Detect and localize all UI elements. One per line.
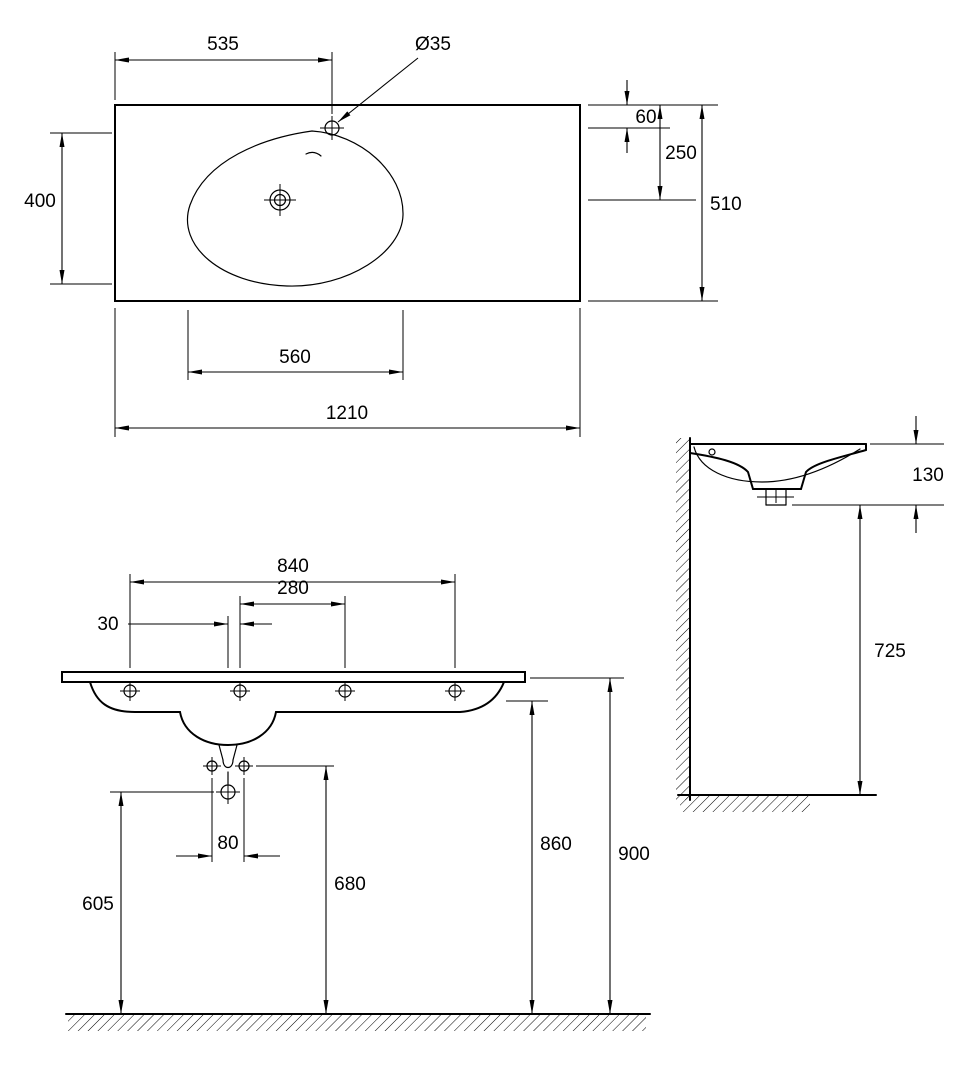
dim-basin-depth: 400 [24, 132, 112, 285]
dim-apron-thickness: 130 [792, 416, 944, 533]
dim-trap-span: 80 [176, 778, 280, 862]
dim-400-label: 400 [24, 191, 56, 212]
overflow-slot [305, 151, 322, 157]
trap-hole-left [202, 756, 222, 776]
dim-clearance-height: 725 [857, 505, 906, 795]
basin-outline [187, 130, 404, 287]
washbasin-front-profile [89, 681, 505, 747]
dim-drain-height: 605 [82, 791, 214, 1014]
top-view: 535 Ø35 400 60 250 [24, 34, 742, 437]
dim-underside-height: 860 [506, 700, 572, 1014]
dim-rim-height: 900 [530, 677, 650, 1014]
dim-605-label: 605 [82, 894, 114, 915]
drain-outlet-hole [215, 779, 241, 805]
side-view: 130 725 [676, 416, 944, 812]
floor-hatch-front [68, 1015, 646, 1031]
dim-faucet-diameter: Ø35 [337, 34, 451, 123]
drain-stub [757, 488, 794, 506]
dim-faucet-to-back: 60 [588, 80, 718, 153]
dim-1210-label: 1210 [326, 403, 368, 424]
dim-130-label: 130 [912, 465, 944, 486]
dim-80-label: 80 [217, 833, 238, 854]
countertop-outline [114, 104, 581, 302]
fixing-hole-3 [334, 680, 356, 702]
fixing-hole-4 [444, 680, 466, 702]
dim-drain-offset: 30 [97, 614, 272, 668]
dim-total-depth: 510 [588, 105, 742, 302]
dim-inner-span: 280 [239, 578, 346, 668]
wall-hatch [676, 438, 690, 800]
dim-total-width: 1210 [114, 308, 581, 437]
basin-side-profile [689, 443, 867, 506]
fixing-hole-2 [229, 680, 251, 702]
faucet-diameter-label: Ø35 [415, 34, 451, 55]
dim-900-label: 900 [618, 844, 650, 865]
dim-drain-to-back: 250 [588, 105, 697, 201]
dim-510-label: 510 [710, 194, 742, 215]
dim-860-label: 860 [540, 834, 572, 855]
dim-faucet-offset: 535 [114, 34, 333, 114]
dim-250-label: 250 [665, 143, 697, 164]
overflow-detail [708, 448, 716, 456]
dim-30-label: 30 [97, 614, 118, 635]
fixing-hole-1 [119, 680, 141, 702]
dim-60-label: 60 [635, 107, 656, 128]
dim-trap-height: 680 [256, 765, 366, 1014]
dim-535-label: 535 [207, 34, 239, 55]
dim-280-label: 280 [277, 578, 309, 599]
dim-840-label: 840 [277, 556, 309, 577]
countertop-front-edge [61, 671, 526, 683]
trap-hole-right [234, 756, 254, 776]
siphon-trap [218, 744, 238, 785]
dim-560-label: 560 [279, 347, 311, 368]
dim-fixing-span: 840 [129, 556, 456, 668]
dim-basin-width: 560 [187, 310, 404, 380]
front-view: 840 280 30 80 605 [61, 556, 651, 1031]
floor-hatch-side [680, 796, 810, 812]
dim-680-label: 680 [334, 874, 366, 895]
dim-725-label: 725 [874, 641, 906, 662]
